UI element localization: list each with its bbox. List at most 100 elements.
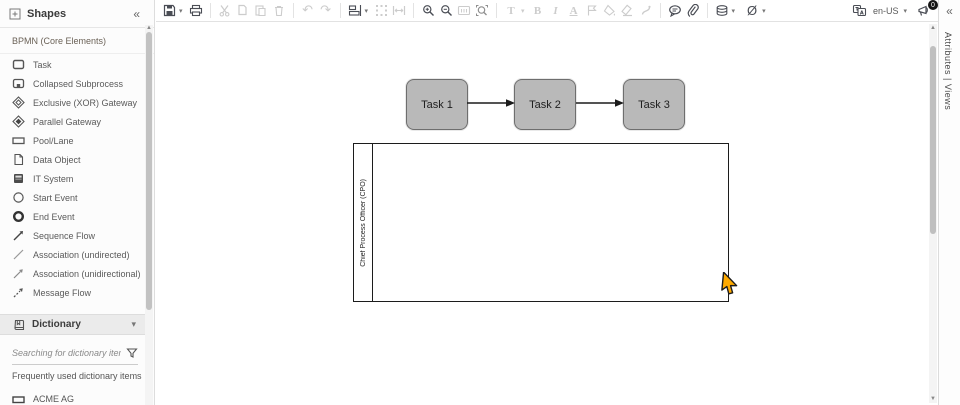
right-panel-collapse-button[interactable]: « [946,4,953,18]
overlay-caret-icon[interactable]: ▾ [762,7,766,15]
translate-icon[interactable] [851,2,869,20]
editor-toolbar: ▾ ↶ ↷ ▾ T ▾ B I A ▾ Ø ▾ [156,0,938,22]
lane-label: Chief Process Officer (CPO) [359,178,367,267]
save-button[interactable] [160,2,178,20]
shape-category-label: BPMN (Core Elements) [12,35,107,46]
save-caret-icon[interactable]: ▾ [179,7,183,15]
toolbar-right-group: en-US ▾ 0 [851,0,938,20]
shape-item-message-flow[interactable]: Message Flow [0,283,146,302]
align-caret-icon[interactable]: ▾ [364,7,369,15]
shape-item-collapsed-subprocess[interactable]: Collapsed Subprocess [0,74,146,93]
label-flag-button[interactable] [583,2,601,20]
sidebar-collapse-button[interactable]: « [133,6,140,21]
association-unidirectional-icon [12,267,25,280]
shape-item-association-undirected[interactable]: Association (undirected) [0,245,146,264]
scroll-up-icon[interactable]: ▲ [146,25,152,31]
dictionary-search-field[interactable]: Searching for dictionary items... [12,341,138,365]
zoom-out-button[interactable] [437,2,455,20]
task-shape-3[interactable]: Task 3 [623,79,685,130]
language-caret-icon[interactable]: ▾ [903,7,907,15]
shape-item-association-unidirectional[interactable]: Association (unidirectional) [0,264,146,283]
shape-item-parallel-gateway[interactable]: Parallel Gateway [0,112,146,131]
shape-item-data-object[interactable]: Data Object [0,150,146,169]
match-size-button[interactable] [390,2,408,20]
megaphone-icon [918,5,928,16]
shape-item-start-event[interactable]: Start Event [0,188,146,207]
shape-item-sequence-flow[interactable]: Sequence Flow [0,226,146,245]
toolbar-separator [209,3,211,18]
dictionary-book-icon [12,318,25,331]
overlay-button[interactable]: Ø [747,3,758,18]
right-panel-label[interactable]: Attributes | Views [943,32,953,111]
canvas-scrollbar[interactable]: ▲ ▼ [929,24,937,403]
end-event-icon [12,210,25,223]
dictionary-item-acme[interactable]: ACME AG [0,390,146,405]
text-color-button[interactable]: A [569,4,578,17]
attachments-button[interactable] [684,2,702,20]
dictionary-search-placeholder: Searching for dictionary items... [12,347,121,358]
delete-button[interactable] [270,2,288,20]
shapes-title: Shapes [27,7,67,20]
line-color-button[interactable] [619,2,637,20]
line-style-button[interactable] [637,2,655,20]
fill-color-button[interactable] [601,2,619,20]
shape-item-end-event[interactable]: End Event [0,207,146,226]
distribute-button[interactable] [372,2,390,20]
sequence-flow-icon [12,229,25,242]
notifications-button[interactable]: 0 [917,0,938,17]
layers-caret-icon[interactable]: ▾ [731,7,736,15]
scroll-up-icon[interactable]: ▲ [930,25,936,31]
undo-button[interactable]: ↶ [302,3,313,18]
sequence-flow-2[interactable] [576,98,624,108]
redo-button[interactable]: ↷ [320,3,331,18]
task-icon [12,58,25,71]
paste-button[interactable] [252,2,270,20]
shape-item-pool-lane[interactable]: Pool/Lane [0,131,146,150]
zoom-one-to-one-button[interactable] [455,2,473,20]
print-button[interactable] [187,2,205,20]
font-caret-icon[interactable]: ▾ [521,7,525,15]
sidebar-scrollbar[interactable]: ▲ [145,25,153,405]
zoom-fit-button[interactable] [473,2,491,20]
bold-button[interactable]: B [533,4,542,17]
comments-button[interactable] [666,2,684,20]
cut-button[interactable] [216,2,234,20]
association-undirected-icon [12,248,25,261]
message-flow-icon [12,286,25,299]
xor-gateway-icon [12,96,25,109]
task-shape-2[interactable]: Task 2 [514,79,576,130]
shape-item-it-system[interactable]: IT System [0,169,146,188]
data-object-icon [12,153,25,166]
language-selector[interactable]: en-US [872,5,899,16]
layers-button[interactable] [713,2,731,20]
toolbar-separator [706,3,708,18]
canvas-scrollbar-thumb[interactable] [930,46,936,234]
toolbar-separator [292,3,294,18]
dictionary-header[interactable]: Dictionary ▾ [0,314,146,335]
shape-item-task[interactable]: Task [0,55,146,74]
sequence-flow-1[interactable] [467,98,515,108]
toolbar-separator [496,3,498,18]
toolbar-separator [339,3,341,18]
filter-funnel-icon[interactable] [125,346,138,359]
shapes-header: Shapes « [0,0,154,28]
task-shape-1[interactable]: Task 1 [406,79,468,130]
zoom-in-button[interactable] [419,2,437,20]
font-button[interactable]: T [507,4,515,17]
toolbar-separator [659,3,661,18]
pool-shape[interactable]: Chief Process Officer (CPO) [353,143,729,302]
shape-category-dropdown[interactable]: BPMN (Core Elements) ▾ [0,28,154,54]
shape-list: Task Collapsed Subprocess Exclusive (XOR… [0,55,146,302]
scroll-down-icon[interactable]: ▼ [930,396,936,402]
diagram-canvas[interactable]: Chief Process Officer (CPO) Task 1 Task … [156,22,938,405]
lane-header[interactable]: Chief Process Officer (CPO) [354,144,373,301]
align-shapes-button[interactable] [346,2,364,20]
sidebar-scrollbar-thumb[interactable] [146,32,152,310]
notification-badge: 0 [928,0,938,10]
copy-button[interactable] [234,2,252,20]
italic-button[interactable]: I [553,4,558,17]
shape-item-xor-gateway[interactable]: Exclusive (XOR) Gateway [0,93,146,112]
chevron-down-icon: ▾ [131,319,136,329]
dictionary-section: Dictionary ▾ Searching for dictionary it… [0,314,146,405]
